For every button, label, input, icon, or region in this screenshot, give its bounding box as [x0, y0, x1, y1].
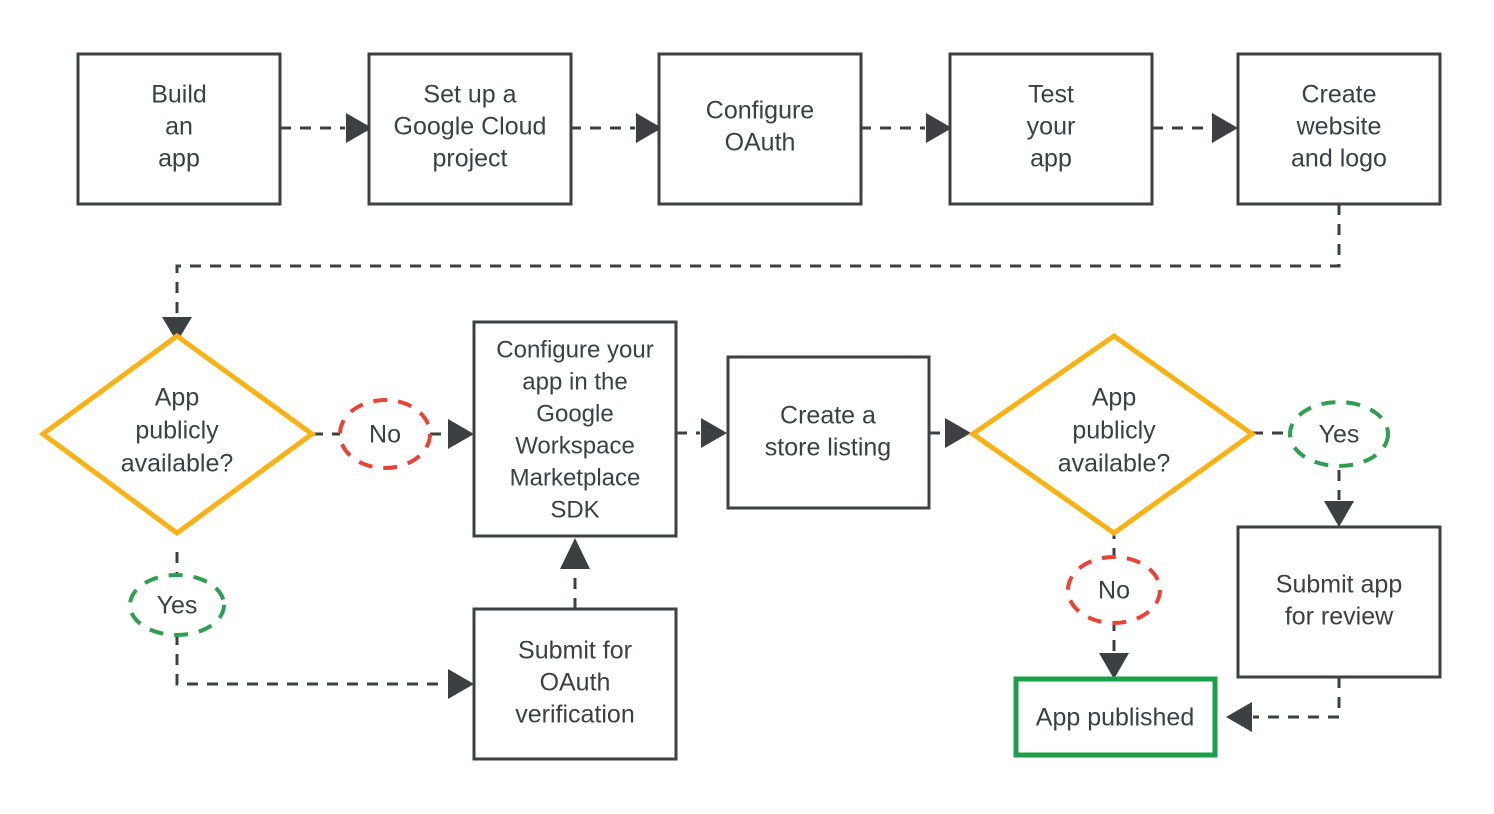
- node-gcp-project-line-3: project: [432, 145, 507, 173]
- connector-gcp-project-to-configure-oauth: [570, 113, 662, 143]
- node-oauth-verification-line-1: Submit for: [518, 637, 632, 665]
- node-app-published[interactable]: App published: [1013, 676, 1218, 758]
- connector-store-listing-to-decision-two: [929, 418, 971, 448]
- node-oauth-verification[interactable]: Submit for OAuth verification: [472, 607, 678, 761]
- node-test-app-line-2: your: [1027, 113, 1076, 141]
- node-configure-sdk-line-3: Google: [536, 400, 613, 427]
- node-configure-sdk-line-2: app in the: [522, 368, 627, 395]
- node-decision-two-line-3: available?: [1058, 450, 1171, 478]
- node-create-website-line-3: and logo: [1291, 145, 1387, 173]
- node-oauth-verification-line-3: verification: [515, 701, 635, 729]
- node-build-app-line-3: app: [158, 145, 200, 173]
- connector-build-app-to-gcp-project: [280, 113, 372, 143]
- node-submit-review-line-2: for review: [1285, 603, 1394, 631]
- connector-test-app-to-create-website: [1152, 113, 1238, 143]
- node-configure-oauth-line-1: Configure: [706, 97, 814, 125]
- node-configure-sdk-line-4: Workspace: [515, 432, 635, 459]
- node-gcp-project-line-2: Google Cloud: [394, 113, 547, 141]
- node-submit-review-line-1: Submit app: [1276, 571, 1402, 599]
- edge-label-decision-one-yes: Yes: [128, 573, 226, 637]
- node-test-app[interactable]: Test your app: [948, 52, 1154, 206]
- node-build-app[interactable]: Build an app: [76, 52, 282, 206]
- node-configure-sdk-line-1: Configure your: [496, 336, 653, 363]
- node-submit-review[interactable]: Submit app for review: [1236, 525, 1442, 679]
- node-configure-sdk-line-6: SDK: [550, 496, 599, 523]
- node-decision-one[interactable]: App publicly available?: [38, 332, 317, 537]
- connector-create-website-to-decision-one: [162, 204, 1341, 342]
- edge-label-decision-two-no-text: No: [1098, 577, 1130, 605]
- node-app-published-line-1: App published: [1036, 704, 1194, 732]
- edge-label-decision-one-no-text: No: [369, 421, 401, 449]
- connector-submit-review-to-app-published: [1226, 677, 1341, 732]
- node-build-app-line-1: Build: [151, 81, 207, 109]
- node-gcp-project-line-1: Set up a: [423, 81, 516, 109]
- edge-label-decision-two-no: No: [1066, 555, 1162, 625]
- node-configure-oauth-line-2: OAuth: [725, 129, 796, 157]
- node-decision-two-line-1: App: [1092, 384, 1136, 412]
- node-configure-oauth[interactable]: Configure OAuth: [657, 52, 863, 206]
- node-store-listing-line-1: Create a: [780, 402, 876, 430]
- edge-label-decision-one-no: No: [338, 398, 432, 470]
- node-create-website-line-2: website: [1296, 113, 1382, 141]
- node-create-website-line-1: Create: [1301, 81, 1376, 109]
- connector-oauth-verification-to-configure-sdk: [560, 538, 590, 609]
- node-oauth-verification-line-2: OAuth: [540, 669, 611, 697]
- node-store-listing-line-2: store listing: [765, 434, 891, 462]
- node-decision-two[interactable]: App publicly available?: [968, 332, 1257, 537]
- connector-decision-two-yes-to-submit-review: [1252, 431, 1354, 527]
- node-decision-one-line-3: available?: [121, 450, 234, 478]
- node-decision-two-line-2: publicly: [1072, 417, 1156, 445]
- connector-decision-one-no-to-configure-sdk: [312, 419, 474, 449]
- connector-configure-oauth-to-test-app: [860, 113, 952, 143]
- edge-label-decision-two-yes: Yes: [1288, 400, 1390, 468]
- edge-label-decision-two-yes-text: Yes: [1319, 421, 1360, 449]
- node-create-website[interactable]: Create website and logo: [1236, 52, 1442, 206]
- node-store-listing[interactable]: Create a store listing: [726, 355, 931, 510]
- node-configure-sdk-line-5: Marketplace: [510, 464, 641, 491]
- node-decision-one-line-2: publicly: [135, 417, 219, 445]
- edge-label-decision-one-yes-text: Yes: [157, 592, 198, 620]
- node-test-app-line-3: app: [1030, 145, 1072, 173]
- node-test-app-line-1: Test: [1028, 81, 1074, 109]
- node-decision-one-line-1: App: [155, 384, 199, 412]
- node-build-app-line-2: an: [165, 113, 193, 141]
- connector-configure-sdk-to-store-listing: [676, 418, 727, 448]
- node-configure-sdk[interactable]: Configure your app in the Google Workspa…: [472, 320, 678, 538]
- connector-decision-one-yes-to-oauth-verification: [175, 552, 474, 699]
- node-gcp-project[interactable]: Set up a Google Cloud project: [367, 52, 573, 206]
